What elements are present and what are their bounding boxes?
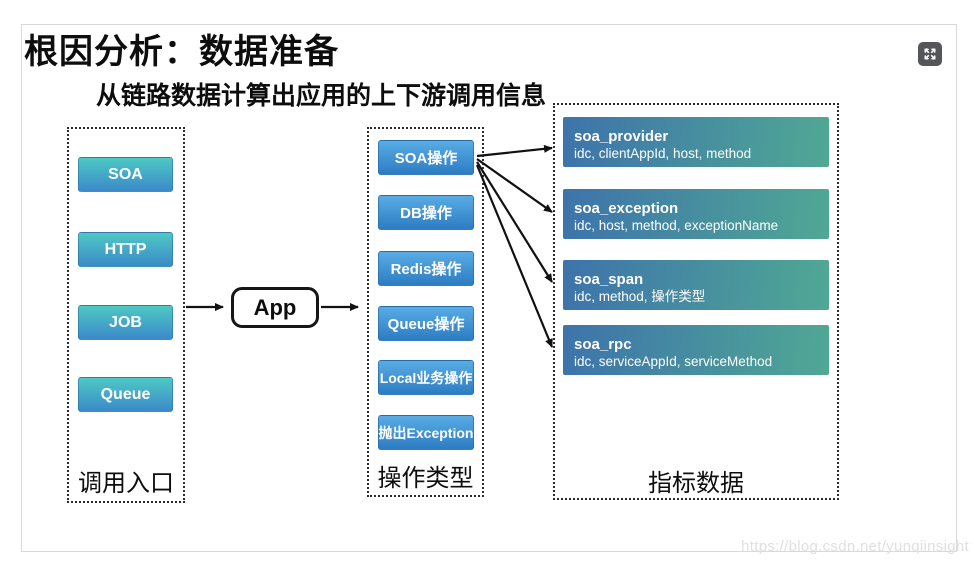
metric-name: soa_provider (574, 127, 669, 145)
expand-arrows-icon (922, 46, 938, 62)
entry-node-http: HTTP (78, 232, 173, 267)
metric-node-soa-rpc: soa_rpc idc, serviceAppId, serviceMethod (563, 325, 829, 375)
entry-node-soa: SOA (78, 157, 173, 192)
metric-fields: idc, host, method, exceptionName (574, 218, 779, 234)
metric-fields: idc, clientAppId, host, method (574, 146, 752, 162)
metric-node-soa-span: soa_span idc, method, 操作类型 (563, 260, 829, 310)
metric-node-soa-provider: soa_provider idc, clientAppId, host, met… (563, 117, 829, 167)
op-node-queue: Queue操作 (378, 306, 474, 341)
metric-name: soa_rpc (574, 335, 632, 353)
expand-button[interactable] (918, 42, 942, 66)
watermark-url: https://blog.csdn.net/yunqiinsight (741, 538, 969, 555)
operation-group-label: 操作类型 (377, 465, 474, 492)
app-node: App (231, 287, 319, 328)
metric-group-frame (553, 103, 839, 500)
metric-name: soa_exception (574, 199, 679, 217)
op-node-redis: Redis操作 (378, 251, 474, 286)
metric-fields: idc, serviceAppId, serviceMethod (574, 354, 773, 370)
slide-title: 根因分析：数据准备 (24, 33, 339, 71)
op-node-soa: SOA操作 (378, 140, 474, 175)
entry-group-frame (67, 127, 185, 503)
metric-name: soa_span (574, 270, 644, 288)
metric-fields: idc, method, 操作类型 (574, 289, 706, 305)
metric-node-soa-exception: soa_exception idc, host, method, excepti… (563, 189, 829, 239)
entry-group-label: 调用入口 (78, 470, 174, 497)
entry-node-queue: Queue (78, 377, 173, 412)
slide-subtitle: 从链路数据计算出应用的上下游调用信息 (96, 82, 547, 110)
entry-node-job: JOB (78, 305, 173, 340)
op-node-exception: 抛出Exception (378, 415, 474, 450)
op-node-local: Local业务操作 (378, 360, 474, 395)
op-node-db: DB操作 (378, 195, 474, 230)
metric-group-label: 指标数据 (648, 470, 744, 497)
